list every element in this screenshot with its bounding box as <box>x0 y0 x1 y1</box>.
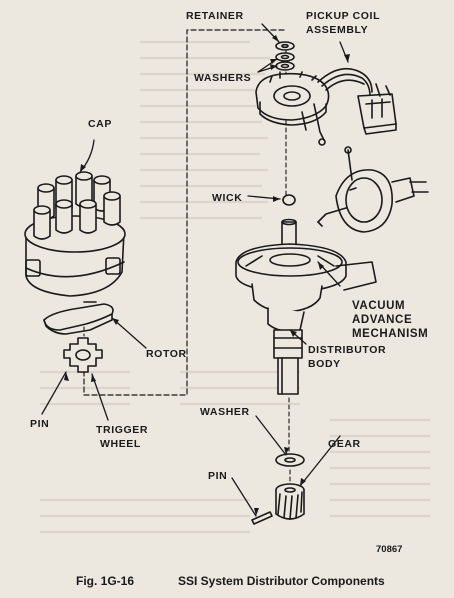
dash-gear-line <box>288 397 291 485</box>
trigger-wheel <box>63 337 103 373</box>
label-retainer: RETAINER <box>186 10 244 22</box>
label-vacuum-line1: VACUUM <box>352 300 406 312</box>
label-vacuum-line2: ADVANCE <box>352 314 413 326</box>
distributor-cap <box>24 171 126 297</box>
label-pickup-coil-line2: ASSEMBLY <box>306 24 369 36</box>
vacuum-advance-mechanism <box>317 146 429 233</box>
figure-title: SSI System Distributor Components <box>178 574 385 588</box>
label-distributor-line1: DISTRIBUTOR <box>308 344 387 356</box>
figure-number: Fig. 1G-16 <box>76 574 135 588</box>
label-wick: WICK <box>212 192 243 204</box>
distributor-body <box>235 218 377 395</box>
pickup-connector <box>357 83 397 135</box>
assembly-dash-line <box>83 29 285 396</box>
drive-gear <box>275 483 305 520</box>
label-gear: GEAR <box>328 438 361 450</box>
label-pin-left: PIN <box>30 418 50 430</box>
label-cap: CAP <box>88 118 112 130</box>
label-washer: WASHER <box>200 406 250 418</box>
label-distributor-line2: BODY <box>308 358 341 370</box>
pickup-coil-assembly <box>255 67 373 146</box>
gear-washer <box>275 453 305 467</box>
label-trigger-line1: TRIGGER <box>96 424 149 436</box>
arrowheads <box>64 35 350 516</box>
label-pickup-coil-line1: PICKUP COIL <box>306 10 381 22</box>
part-number: 70867 <box>376 544 403 555</box>
retainer <box>275 41 295 51</box>
label-pin-bottom: PIN <box>208 470 228 482</box>
roll-pin <box>251 511 273 525</box>
label-trigger-line2: WHEEL <box>100 438 141 450</box>
label-vacuum-line3: MECHANISM <box>352 328 429 340</box>
label-washers: WASHERS <box>194 72 252 84</box>
washers <box>275 52 295 71</box>
rotor <box>43 301 114 335</box>
label-rotor: ROTOR <box>146 348 187 360</box>
wick <box>282 194 296 206</box>
